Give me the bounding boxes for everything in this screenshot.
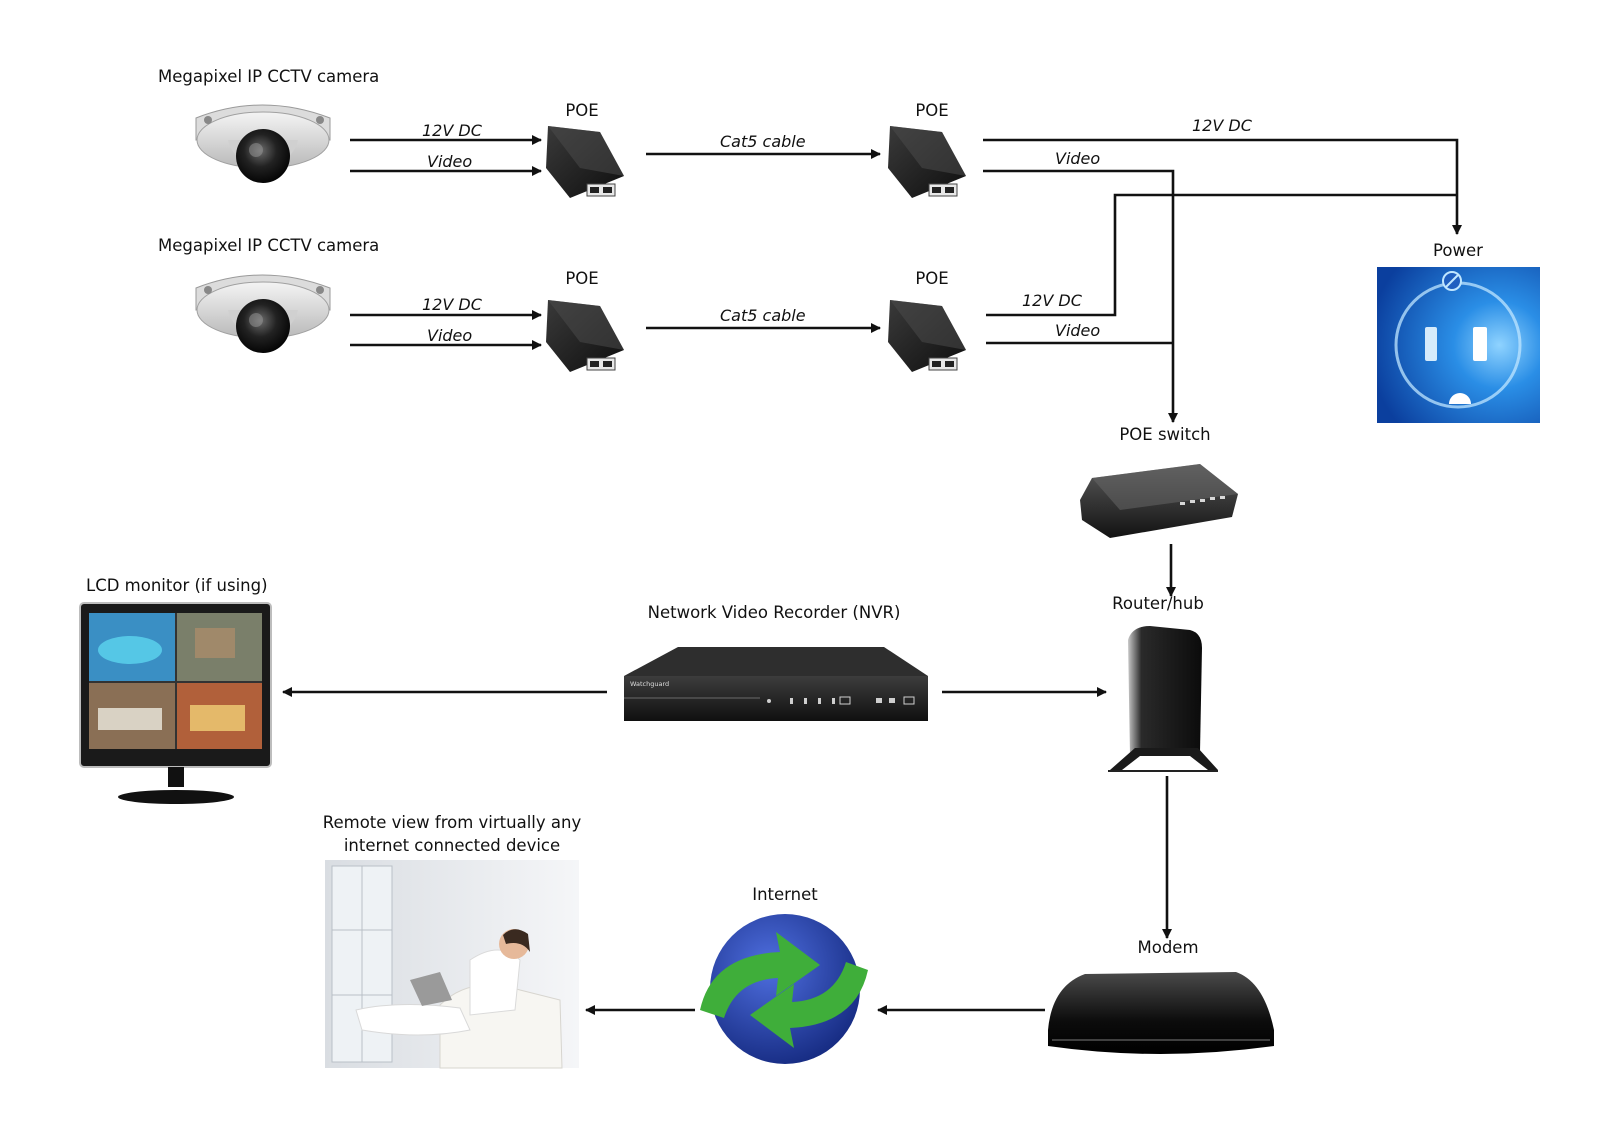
poe-2b: POE [888,269,966,372]
poe-2b-label: POE [915,269,948,288]
modem-icon [1048,972,1274,1054]
poe-injector-icon [888,126,966,198]
poe-switch: POE switch [1080,425,1238,597]
power-outlet-icon [1377,267,1540,423]
row-1-cable-label: Cat5 cable [720,132,806,151]
row-2-dc-out-label: 12V DC [1022,291,1083,310]
poe-injector-icon [888,300,966,372]
remote-view: Remote view from virtually any internet … [323,813,582,1069]
poe-1a: POE [546,101,624,198]
internet-label: Internet [752,885,818,904]
remote-view-label-line-2: internet connected device [344,836,560,855]
row-1-dc-in-label: 12V DC [422,121,483,140]
row-1-video-in-label: Video [427,152,472,171]
poe-injector-icon [546,126,624,198]
router-hub-label: Router/hub [1112,594,1204,613]
globe-exchange-icon [700,914,868,1064]
row-2-cable-label: Cat5 cable [720,306,806,325]
poe-switch-label: POE switch [1119,425,1210,444]
lcd-monitor-label: LCD monitor (if using) [86,576,268,595]
camera-1: Megapixel IP CCTV camera [158,67,379,183]
row-1-dc-out-label: 12V DC [1192,116,1253,135]
dome-camera-icon [195,104,331,183]
modem: Modem [877,938,1274,1054]
row-1-dc-out-wire [983,138,1462,235]
row-2-dc-out-wire [986,193,1457,317]
camera-1-label: Megapixel IP CCTV camera [158,67,379,86]
network-switch-icon [1080,464,1238,538]
poe-2a: POE [546,269,624,372]
internet: Internet [585,885,868,1064]
lcd-monitor: LCD monitor (if using) [79,576,272,804]
nvr: Network Video Recorder (NVR) Watchguard [282,603,1107,721]
row-2-video-out-label: Video [1055,321,1100,340]
power-label: Power [1433,241,1483,260]
monitor-icon [79,602,272,804]
camera-2: Megapixel IP CCTV camera [158,236,379,353]
camera-2-label: Megapixel IP CCTV camera [158,236,379,255]
row-2-dc-in-label: 12V DC [422,295,483,314]
row-1-video-out-wire [983,169,1178,423]
row-2-wires: 12V DC Video Cat5 cable 12V DC Video [350,193,1457,350]
poe-1a-label: POE [565,101,598,120]
nvr-brand-text: Watchguard [630,680,669,688]
poe-injector-icon [546,300,624,372]
row-2-video-in-label: Video [427,326,472,345]
row-1-video-out-label: Video [1055,149,1100,168]
router-hub: Router/hub [1108,594,1218,939]
poe-1b-label: POE [915,101,948,120]
dome-camera-icon [195,274,331,353]
remote-user-photo [325,860,579,1069]
nvr-device-icon: Watchguard [624,647,928,721]
nvr-label: Network Video Recorder (NVR) [648,603,901,622]
power: Power [1377,241,1540,423]
router-icon [1108,626,1218,772]
row-1-wires: 12V DC Video Cat5 cable 12V DC Video [350,116,1462,423]
poe-2a-label: POE [565,269,598,288]
modem-label: Modem [1137,938,1198,957]
remote-view-label-line-1: Remote view from virtually any [323,813,582,832]
poe-1b: POE [888,101,966,198]
